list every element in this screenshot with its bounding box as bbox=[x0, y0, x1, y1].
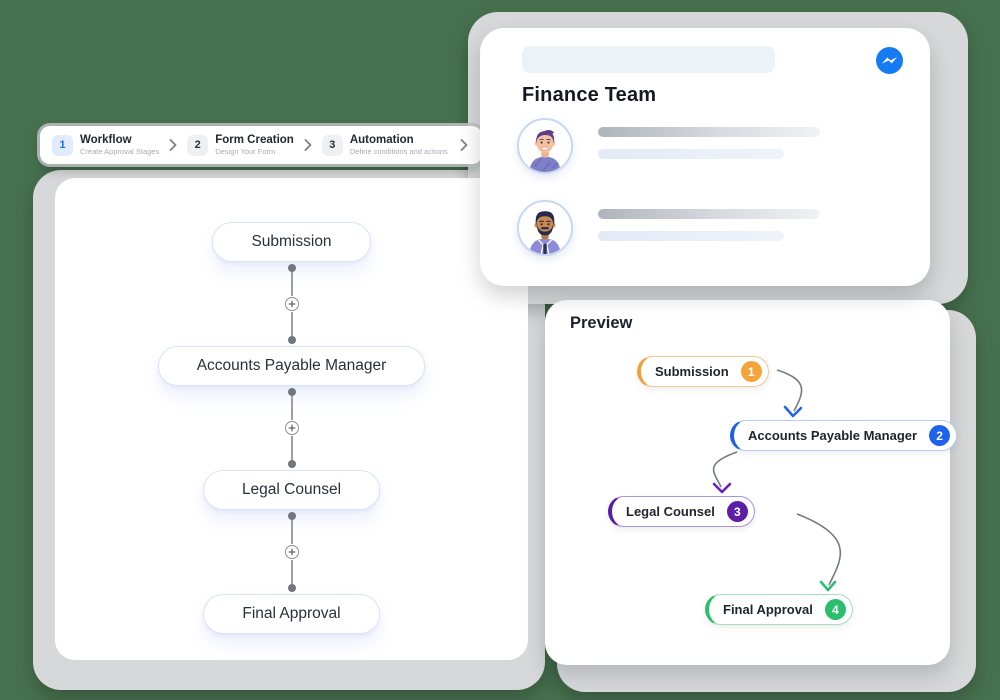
step-subtitle: Create Approval Stages bbox=[80, 147, 160, 156]
connector-line bbox=[290, 520, 293, 544]
preview-title: Preview bbox=[570, 314, 633, 332]
messenger-icon[interactable] bbox=[876, 47, 903, 74]
node-label: Legal Counsel bbox=[626, 504, 715, 519]
preview-node-accounts-payable-manager[interactable]: Accounts Payable Manager 2 bbox=[730, 420, 958, 451]
avatar-man-purple-hair bbox=[517, 118, 573, 174]
skeleton-line bbox=[598, 127, 820, 137]
connector-dot bbox=[287, 584, 296, 592]
step-subtitle: Design Your Form bbox=[215, 147, 276, 156]
stage-connector bbox=[284, 262, 299, 346]
workflow-stage-submission[interactable]: Submission bbox=[212, 222, 371, 262]
step-title: Workflow bbox=[80, 134, 132, 146]
add-step-icon[interactable] bbox=[284, 421, 299, 435]
step-subtitle: Define conditions and actions bbox=[349, 147, 448, 156]
node-label: Accounts Payable Manager bbox=[748, 428, 918, 443]
chevron-right-icon bbox=[169, 139, 177, 151]
connector-dot bbox=[287, 388, 296, 396]
workflow-panel: Submission Accounts Payable Manager Lega… bbox=[55, 178, 528, 660]
step-title: Form Creation bbox=[215, 134, 294, 146]
member-skeleton-lines bbox=[598, 200, 820, 256]
step-automation[interactable]: 3 Automation Define conditions and actio… bbox=[321, 134, 448, 156]
skeleton-line bbox=[598, 149, 784, 159]
preview-card: Preview Submission 1 Accounts Payable Ma… bbox=[545, 300, 958, 665]
avatar-man-curly-hair-beard bbox=[517, 200, 573, 256]
stepper-bar: 1 Workflow Create Approval Stages 2 Form… bbox=[40, 126, 482, 164]
connector-dot bbox=[287, 512, 296, 520]
workflow-stage-final-approval[interactable]: Final Approval bbox=[203, 594, 380, 634]
connector-line bbox=[290, 272, 293, 296]
add-step-icon[interactable] bbox=[284, 297, 299, 311]
skeleton-line bbox=[598, 209, 820, 219]
step-title: Automation bbox=[349, 134, 414, 146]
add-step-icon[interactable] bbox=[284, 545, 299, 559]
stage-connector bbox=[284, 386, 299, 470]
team-member-row bbox=[517, 200, 820, 256]
connector-dot bbox=[287, 336, 296, 344]
connector-dot bbox=[287, 264, 296, 272]
node-number-badge: 1 bbox=[740, 361, 762, 382]
connector-line bbox=[290, 560, 293, 584]
node-number-badge: 4 bbox=[824, 599, 846, 620]
connector-dot bbox=[287, 460, 296, 468]
node-number-badge: 3 bbox=[726, 501, 748, 522]
step-workflow[interactable]: 1 Workflow Create Approval Stages bbox=[52, 134, 159, 156]
step-number-badge: 1 bbox=[52, 134, 73, 156]
step-number-badge: 3 bbox=[321, 134, 343, 156]
connector-line bbox=[290, 312, 293, 336]
node-label: Submission bbox=[655, 364, 729, 379]
team-card-title: Finance Team bbox=[522, 84, 657, 106]
connector-line bbox=[290, 436, 293, 460]
chevron-right-icon bbox=[304, 139, 312, 151]
team-card: Finance Team bbox=[480, 28, 930, 286]
step-form-creation[interactable]: 2 Form Creation Design Your Form bbox=[187, 134, 294, 156]
chevron-right-icon bbox=[460, 139, 468, 151]
skeleton-header-bar bbox=[522, 46, 775, 73]
workflow-stage-legal-counsel[interactable]: Legal Counsel bbox=[202, 470, 381, 510]
node-label: Final Approval bbox=[723, 602, 813, 617]
preview-node-final-approval[interactable]: Final Approval 4 bbox=[705, 594, 853, 625]
connector-line bbox=[290, 396, 293, 420]
workflow-stage-accounts-payable-manager[interactable]: Accounts Payable Manager bbox=[157, 346, 426, 386]
step-number-badge: 2 bbox=[187, 134, 209, 156]
team-member-row bbox=[517, 118, 820, 174]
skeleton-line bbox=[598, 231, 784, 241]
member-skeleton-lines bbox=[598, 118, 820, 174]
stage-connector bbox=[284, 510, 299, 594]
preview-node-submission[interactable]: Submission 1 bbox=[637, 356, 769, 387]
preview-node-legal-counsel[interactable]: Legal Counsel 3 bbox=[608, 496, 755, 527]
node-number-badge: 2 bbox=[929, 425, 951, 446]
